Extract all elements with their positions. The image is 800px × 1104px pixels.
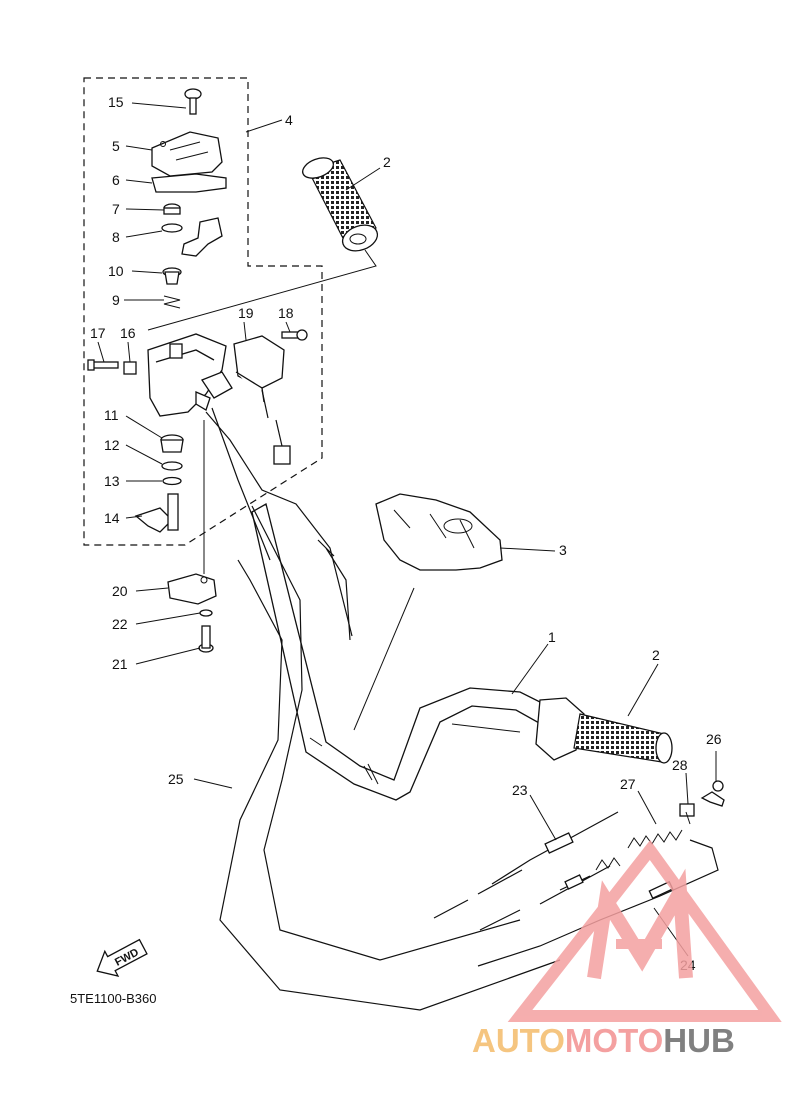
- callout-10: 10: [108, 263, 124, 279]
- cable-25: [219, 505, 561, 1011]
- cable-main: [205, 407, 353, 641]
- callout-21: 21: [112, 656, 128, 672]
- watermark-moto: MOTO: [565, 1022, 663, 1059]
- watermark-logo: [507, 840, 782, 1022]
- part-14-lever: [134, 493, 179, 533]
- part-6-gasket: [151, 173, 227, 193]
- part-15-screw: [184, 88, 202, 115]
- callout-5: 5: [112, 138, 120, 154]
- fwd-label: FWD: [113, 946, 141, 968]
- part-22-washer: [199, 609, 213, 617]
- callout-28: 28: [672, 757, 688, 773]
- callout-23: 23: [512, 782, 528, 798]
- callout-19: 19: [238, 305, 254, 321]
- part-5-cover: [151, 131, 223, 177]
- callout-2-top: 2: [383, 154, 391, 170]
- fwd-arrow-icon: FWD: [96, 938, 148, 977]
- part-9-spring: [163, 295, 181, 309]
- callout-12: 12: [104, 437, 120, 453]
- part-13-washer: [162, 476, 182, 486]
- callout-25: 25: [168, 771, 184, 787]
- part-11-collar: [160, 434, 184, 453]
- callout-27: 27: [620, 776, 636, 792]
- part-8-bracket: [161, 217, 223, 257]
- watermark-auto: AUTO: [472, 1022, 565, 1059]
- assembly-outline-4: [83, 77, 323, 546]
- callout-17: 17: [90, 325, 106, 341]
- callout-labels: 1 2 2 3 4 5 6 7 8 9 10 11 12 13 14 15 16…: [90, 94, 722, 973]
- callout-20: 20: [112, 583, 128, 599]
- switch-body: [147, 333, 233, 417]
- part-18-screw: [281, 329, 308, 341]
- part-19-switch-unit: [233, 335, 291, 465]
- part-26-wing-nut: [700, 780, 725, 807]
- callout-6: 6: [112, 172, 120, 188]
- part-20-holder: [167, 573, 217, 605]
- callout-16: 16: [120, 325, 136, 341]
- callout-8: 8: [112, 229, 120, 245]
- watermark-text: AUTOMOTOHUB: [472, 1022, 735, 1059]
- part-16-nut: [123, 361, 137, 375]
- callout-13: 13: [104, 473, 120, 489]
- callout-4: 4: [285, 112, 293, 128]
- part-28-adjuster: [679, 803, 695, 825]
- callout-22: 22: [112, 616, 128, 632]
- watermark-hub: HUB: [663, 1022, 735, 1059]
- part-23-cable: [433, 811, 619, 919]
- callout-14: 14: [104, 510, 120, 526]
- callout-18: 18: [278, 305, 294, 321]
- part-7-nut: [163, 203, 181, 215]
- callout-1: 1: [548, 629, 556, 645]
- callout-2-right: 2: [652, 647, 660, 663]
- callout-7: 7: [112, 201, 120, 217]
- part-12-washer: [161, 461, 183, 471]
- callout-15: 15: [108, 94, 124, 110]
- part-21-bolt: [198, 625, 214, 653]
- callout-3: 3: [559, 542, 567, 558]
- part-3-pad: [375, 493, 503, 571]
- callout-9: 9: [112, 292, 120, 308]
- part-10-collar: [162, 267, 182, 285]
- part-2-grip-right: [535, 697, 673, 764]
- part-17-screw: [87, 359, 119, 371]
- callout-26: 26: [706, 731, 722, 747]
- diagram-code: 5TE1100-B360: [70, 991, 157, 1006]
- part-2-grip-top: [302, 157, 379, 252]
- callout-11: 11: [104, 407, 119, 423]
- part-27-spring: [627, 829, 683, 849]
